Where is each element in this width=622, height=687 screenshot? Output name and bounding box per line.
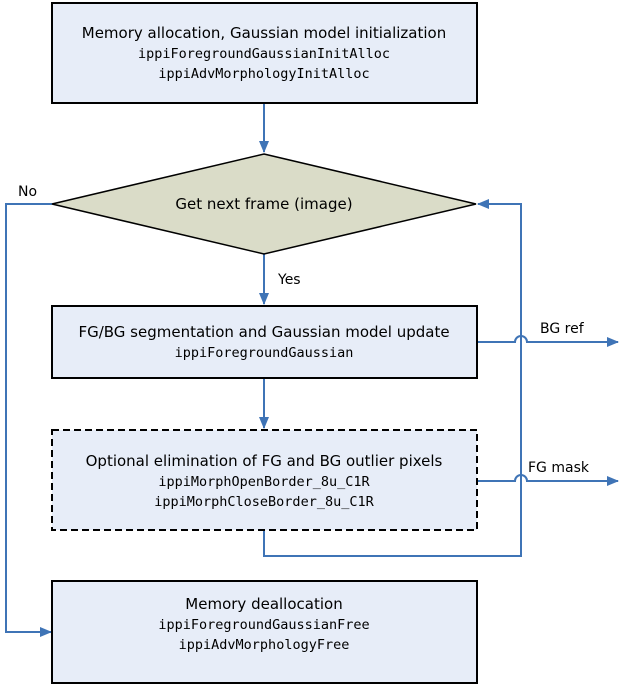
init-title: Memory allocation, Gaussian model initia… <box>82 24 446 42</box>
dealloc-title: Memory deallocation <box>185 595 342 613</box>
arrow-no-to-dealloc <box>5 203 52 637</box>
dealloc-func-1: ippiForegroundGaussianFree <box>158 617 369 633</box>
label-no: No <box>18 184 37 200</box>
optional-func-2: ippiMorphCloseBorder_8u_C1R <box>154 494 374 510</box>
arrow-loop-back <box>263 199 522 557</box>
init-box: Memory allocation, Gaussian model initia… <box>51 2 478 104</box>
label-bg-ref: BG ref <box>540 321 585 337</box>
optional-box: Optional elimination of FG and BG outlie… <box>51 429 478 531</box>
init-func-2: ippiAdvMorphologyInitAlloc <box>158 66 369 82</box>
decision-title: Get next frame (image) <box>175 195 352 213</box>
decision-diamond: Get next frame (image) <box>51 153 477 255</box>
optional-func-1: ippiMorphOpenBorder_8u_C1R <box>158 474 370 490</box>
optional-title: Optional elimination of FG and BG outlie… <box>86 452 443 470</box>
connectors <box>5 103 619 637</box>
label-fg-mask: FG mask <box>528 460 590 476</box>
segmentation-box: FG/BG segmentation and Gaussian model up… <box>51 305 478 379</box>
segmentation-func-1: ippiForegroundGaussian <box>175 345 354 361</box>
init-func-1: ippiForegroundGaussianInitAlloc <box>138 46 390 62</box>
arrow-fg-mask <box>478 474 619 486</box>
label-yes: Yes <box>277 272 301 288</box>
segmentation-title: FG/BG segmentation and Gaussian model up… <box>78 323 449 341</box>
dealloc-box: Memory deallocation ippiForegroundGaussi… <box>51 580 478 684</box>
dealloc-func-2: ippiAdvMorphologyFree <box>179 637 350 653</box>
arrow-bg-ref <box>478 335 619 347</box>
